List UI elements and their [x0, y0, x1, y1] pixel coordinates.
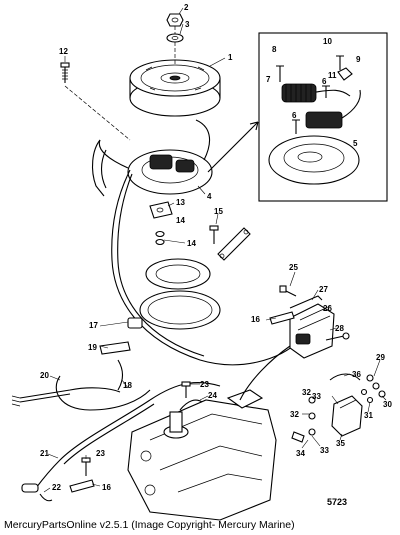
callout-31: 31: [364, 411, 373, 420]
callout-25: 25: [289, 263, 298, 272]
wire-harness-20: [11, 375, 151, 411]
callout-32b: 32: [302, 388, 311, 397]
callout-28: 28: [335, 324, 344, 333]
callout-14a: 14: [176, 216, 185, 225]
ignition-coil-26: [289, 303, 335, 359]
callout-7: 7: [266, 75, 271, 84]
callout-1: 1: [228, 53, 233, 62]
stator-assembly: [98, 139, 213, 195]
callout-32a: 32: [290, 410, 299, 419]
flywheel: [129, 59, 221, 117]
callout-16a: 16: [251, 315, 260, 324]
callout-4: 4: [207, 192, 212, 201]
callout-12: 12: [59, 47, 68, 56]
callout-26: 26: [323, 304, 332, 313]
callout-23a: 23: [200, 380, 209, 389]
callout-14b: 14: [187, 239, 196, 248]
callout-22: 22: [52, 483, 61, 492]
copyright-footer: MercuryPartsOnline v2.5.1 (Image Copyrig…: [4, 519, 295, 531]
callout-29: 29: [376, 353, 385, 362]
callout-11: 11: [328, 71, 337, 80]
callout-3: 3: [185, 20, 190, 29]
flywheel-nut: [166, 13, 184, 27]
callout-23b: 23: [96, 449, 105, 458]
callout-16b: 16: [102, 483, 111, 492]
callout-27: 27: [319, 285, 328, 294]
callout-24: 24: [208, 391, 217, 400]
link-16-lower: [269, 311, 295, 325]
screw-14: [155, 230, 165, 246]
link-16-bottom: [69, 479, 95, 493]
screw-15: [209, 225, 219, 244]
callout-30: 30: [383, 400, 392, 409]
link-16-upper: [217, 227, 251, 261]
callout-8: 8: [272, 45, 277, 54]
spark-plug-lead-21: [21, 483, 39, 493]
clip-22: [39, 493, 53, 502]
callout-35: 35: [336, 439, 345, 448]
callout-21: 21: [40, 449, 49, 458]
callout-15: 15: [214, 207, 223, 216]
screw-12: [60, 62, 70, 83]
module-35: [331, 395, 363, 437]
connector-17: [127, 317, 143, 329]
detail-inset: [258, 32, 388, 202]
flywheel-washer: [166, 33, 184, 43]
callout-34: 34: [296, 449, 305, 458]
callout-33a: 33: [320, 446, 329, 455]
callout-18: 18: [123, 381, 132, 390]
callout-33b: 33: [312, 392, 321, 401]
callout-20: 20: [40, 371, 49, 380]
stator-plate: [139, 258, 221, 330]
callout-6b: 6: [322, 77, 327, 86]
engine-block: [127, 389, 277, 521]
bracket-27: [289, 295, 323, 309]
trigger-13: [149, 201, 173, 219]
callout-6: 6: [292, 111, 297, 120]
wire-36: [329, 373, 361, 381]
callout-19: 19: [88, 343, 97, 352]
callout-5: 5: [353, 139, 358, 148]
screws-29-31: [360, 374, 386, 404]
screw-25: [279, 285, 297, 297]
figure-number: 5723: [327, 497, 348, 507]
link-24: [179, 399, 203, 411]
callout-17: 17: [89, 321, 98, 330]
callout-9: 9: [356, 55, 361, 64]
callout-36: 36: [352, 370, 361, 379]
screw-28: [325, 332, 350, 341]
screws-32-34: [291, 396, 316, 443]
bracket-19: [99, 341, 131, 355]
clip-18: [117, 359, 124, 391]
callout-10: 10: [323, 37, 332, 46]
callout-13: 13: [176, 198, 185, 207]
callout-2: 2: [184, 3, 189, 12]
